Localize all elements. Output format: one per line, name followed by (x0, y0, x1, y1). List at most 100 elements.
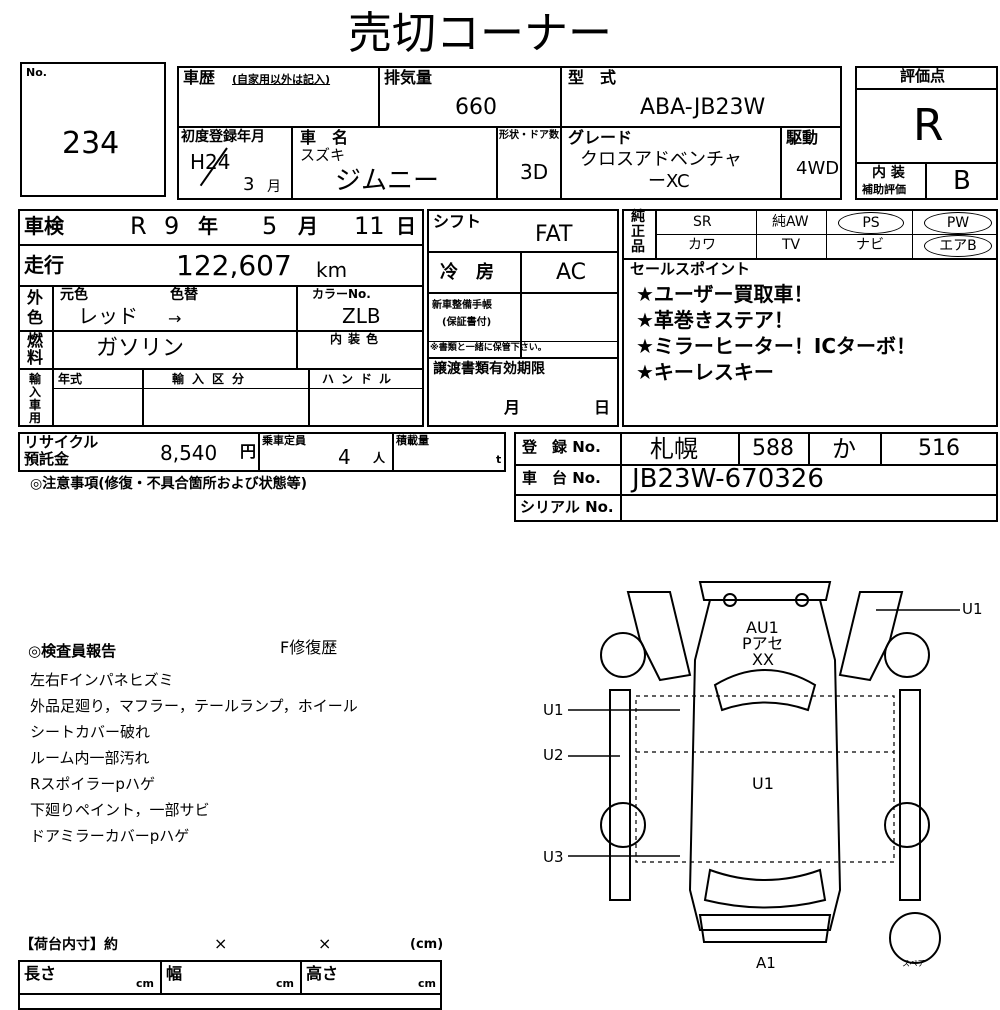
genuine-label-1: 純 (631, 209, 645, 225)
shift-value: FAT (535, 222, 573, 247)
registration-label: 登 録 No. (522, 438, 601, 456)
mileage-unit: km (316, 258, 348, 282)
capacity-unit: 人 (373, 451, 386, 465)
sales-points-label: セールスポイント (630, 260, 751, 278)
mileage-label: 走行 (24, 253, 64, 277)
inspector-item-7: ドアミラーカバーpハゲ (30, 827, 190, 845)
capacity-value: 4 (338, 445, 351, 469)
capacity-label: 乗車定員 (262, 434, 306, 447)
model-value: ABA-JB23W (640, 95, 766, 120)
model-label: 型 式 (568, 68, 617, 87)
load-unit: t (496, 453, 502, 466)
cargo-height-label: 高さ (306, 964, 339, 983)
inspection-day: 11 (354, 212, 385, 240)
genuine-label-2: 正 (631, 224, 645, 240)
grade-label: グレード (568, 128, 633, 147)
maintenance-label-1: 新車整備手帳 (432, 300, 492, 311)
interior-eval-value: B (953, 166, 971, 196)
inspection-label: 車検 (24, 214, 64, 238)
spare-tire (889, 912, 941, 964)
spare-label: スペア (902, 959, 926, 968)
first-reg-month-unit: 月 (267, 179, 281, 195)
registration-block (514, 432, 998, 522)
recycle-label-2: 預託金 (24, 450, 70, 468)
first-reg-month: 3 (243, 174, 255, 195)
evaluation-label: 評価点 (900, 67, 946, 85)
diagram-mark-u2: U2 (543, 746, 564, 764)
no-box: No. 234 (20, 62, 166, 197)
page-title: 売切コーナー (348, 8, 612, 59)
diagram-mark-xx: XX (752, 650, 774, 669)
mirror-right (795, 593, 809, 607)
sales-point-2: ★革巻きステア！ (636, 308, 794, 332)
wheel-front-right (884, 632, 930, 678)
history-label: 車歴 (183, 68, 216, 87)
vehicle-info-block (177, 66, 842, 200)
inspector-item-1: 左右Fインパネヒズミ (30, 671, 174, 689)
inspector-item-2: 外品足廻り，マフラー，テールランプ，ホイール (30, 697, 358, 715)
left-front-door (626, 591, 692, 682)
car-damage-diagram (568, 581, 960, 964)
genuine-item-navi: ナビ (856, 237, 884, 253)
registration-kana: か (832, 435, 856, 463)
aircon-label: 冷 房 (440, 262, 494, 283)
wheel-rear-left (600, 802, 646, 848)
diagram-mark-u1-center: U1 (752, 774, 774, 793)
aircon-value: AC (556, 260, 587, 285)
car-name-label: 車 名 (300, 128, 349, 147)
import-label-4: 用 (29, 411, 42, 425)
wheel-front-left (600, 632, 646, 678)
inspection-year-unit: 年 (198, 214, 218, 238)
color-orig-label: 元色 (60, 287, 88, 303)
recycle-label-1: リサイクル (24, 433, 99, 451)
sales-point-1: ★ユーザー買取車！ (636, 282, 814, 306)
cargo-width-label: 幅 (166, 964, 183, 983)
transfer-month-unit: 月 (504, 398, 521, 417)
no-value: 234 (62, 126, 120, 161)
inspector-item-3: シートカバー破れ (30, 723, 151, 741)
cargo-length-unit: cm (136, 977, 154, 990)
cargo-x2: × (318, 934, 332, 953)
inspector-item-5: Rスポイラーpハゲ (30, 775, 155, 793)
no-label: No. (26, 66, 47, 79)
car-maker: スズキ (300, 146, 346, 164)
displacement-value: 660 (455, 95, 497, 120)
color-orig-value: レッド (78, 304, 138, 328)
import-handle-label: ハンドル (322, 372, 399, 386)
wheel-rear-right (884, 802, 930, 848)
recycle-block (18, 432, 506, 472)
genuine-item-airbag: エアB (924, 235, 992, 257)
load-label: 積載量 (396, 434, 429, 447)
registration-place: 札幌 (650, 435, 698, 463)
color-label-1: 外 (27, 288, 44, 307)
diagram-mark-au1: AU1 (746, 618, 779, 637)
cargo-width-unit: cm (276, 977, 294, 990)
cargo-label: 【荷台内寸】約 (20, 937, 118, 953)
roof-dashed (635, 695, 895, 863)
genuine-item-ps: PS (838, 212, 904, 234)
genuine-item-pw: PW (924, 212, 992, 234)
chassis-label: 車 台 No. (522, 469, 601, 487)
maintenance-label-2: (保証書付) (442, 317, 492, 328)
mileage-value: 122,607 (176, 249, 292, 282)
right-side-panel (899, 689, 921, 901)
genuine-item-aw: 純AW (772, 214, 809, 230)
fuel-label-2: 料 (27, 348, 44, 367)
serial-label: シリアル No. (520, 498, 614, 516)
cargo-dimensions-table (18, 960, 442, 1010)
inspection-block (18, 209, 424, 427)
rear-window (703, 868, 827, 909)
cargo-height-unit: cm (418, 977, 436, 990)
inspector-item-6: 下廻りペイント，一部サビ (30, 801, 210, 819)
import-type-label: 輸入区分 (172, 372, 253, 386)
color-label-2: 色 (27, 308, 44, 327)
recycle-unit: 円 (240, 442, 257, 461)
inspection-year: 9 (164, 212, 180, 240)
transfer-day-unit: 日 (594, 398, 611, 417)
shift-block (427, 209, 619, 427)
inspection-day-unit: 日 (396, 214, 416, 238)
diagram-mark-u3: U3 (543, 848, 564, 866)
cargo-x1: × (214, 934, 228, 953)
diagram-mark-u1-right: U1 (962, 600, 983, 618)
color-arrow: → (168, 309, 182, 328)
